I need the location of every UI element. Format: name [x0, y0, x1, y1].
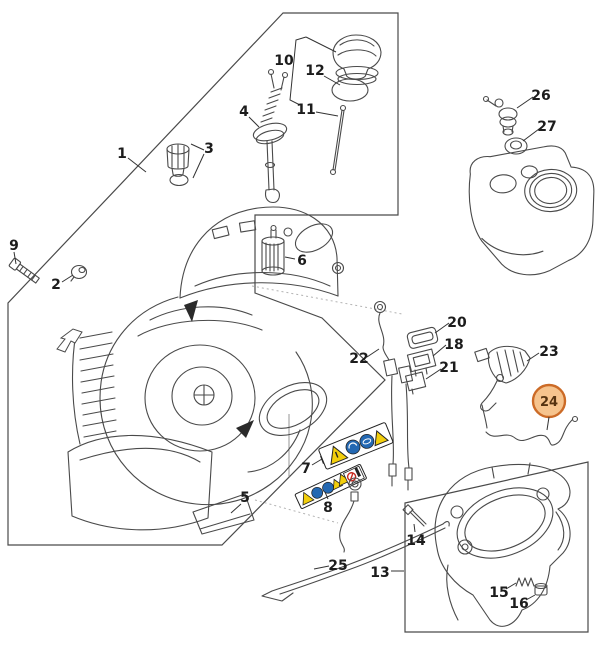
handle-detail-box-outline	[404, 461, 589, 633]
part-label-11: 11	[296, 102, 315, 118]
part-label-8: 8	[323, 500, 333, 516]
part-label-16: 16	[509, 596, 528, 612]
mandatory-goggles-icon	[359, 433, 375, 449]
part-label-25: 25	[328, 558, 347, 574]
dark-wedge	[184, 300, 198, 322]
bracket-10	[289, 36, 337, 106]
part-2-grommet-drawing	[70, 264, 88, 282]
part-25-spring-wire-drawing	[261, 521, 450, 602]
part-11-retainer-pin-drawing	[329, 104, 347, 176]
part-label-26: 26	[531, 88, 550, 104]
part-label-10: 10	[274, 53, 294, 69]
safety-label-7	[318, 422, 394, 470]
part-label-18: 18	[444, 337, 463, 353]
part-label-2: 2	[51, 277, 61, 293]
main-detail-region-outline	[7, 12, 399, 546]
part-label-13: 13	[370, 565, 389, 581]
part-13-handle-housing-drawing	[434, 462, 571, 627]
part-4-plunger-drawing	[252, 68, 289, 204]
part-label-3: 3	[204, 141, 214, 157]
part-14-screw-drawing	[402, 504, 427, 527]
part-label-12: 12	[305, 63, 324, 79]
fuel-cap-drawing	[332, 34, 382, 86]
part-9-screw-drawing	[8, 257, 40, 284]
part-23-throttle-trigger-drawing	[474, 345, 531, 429]
part-label-22: 22	[349, 351, 368, 367]
part-12-oring-drawing	[331, 78, 369, 102]
part-18-switch-drawing	[406, 348, 437, 377]
blower-housing-drawing	[56, 206, 345, 531]
outline-arrow-icon	[56, 328, 83, 353]
part-label-21: 21	[439, 360, 458, 376]
part-16-plug-drawing	[534, 582, 548, 596]
part-20-switch-cover-drawing	[406, 326, 439, 349]
part-6-fuel-filter-drawing	[261, 224, 285, 276]
warning-triangle-icon	[374, 429, 390, 447]
callout-labels: 1 2 3 4 5 6 7 8 9 10 11 12 13 14 15 16 1…	[9, 53, 559, 612]
prohibition-fire-icon	[346, 472, 357, 482]
part-3-cap-drawing	[166, 143, 190, 187]
part-label-24[interactable]: 24	[540, 395, 558, 410]
part-label-14: 14	[406, 533, 426, 549]
highlighted-callout-24[interactable]	[531, 383, 567, 431]
warning-triangle-icon	[332, 478, 344, 491]
part-label-1: 1	[117, 146, 127, 162]
airflow-arrow-icon	[236, 420, 254, 438]
part-27-grommet-drawing	[504, 137, 528, 155]
part-21-connector-drawing	[404, 371, 427, 395]
part-label-9: 9	[9, 238, 19, 254]
part-label-27: 27	[537, 119, 556, 135]
mandatory-ear-protection-icon	[345, 439, 361, 455]
part-5-nameplate-drawing	[192, 493, 255, 535]
warning-triangle-icon	[302, 491, 315, 506]
warning-triangle-icon	[330, 445, 349, 466]
part-22-wiring-harness-drawing	[373, 300, 414, 491]
leader-lines	[13, 75, 540, 601]
part-label-5: 5	[240, 490, 250, 506]
part-24-spring-wire-drawing	[485, 415, 579, 446]
safety-label-8	[294, 464, 367, 509]
figure-icon	[355, 469, 362, 477]
part-label-15: 15	[489, 585, 508, 601]
part-26-vent-valve-drawing	[482, 95, 518, 136]
fuel-tank-drawing	[468, 145, 595, 276]
mandatory-icon	[322, 481, 334, 494]
part-label-4: 4	[239, 104, 249, 120]
part-15-spring-drawing	[515, 577, 535, 587]
part-label-6: 6	[297, 253, 307, 269]
part-label-20: 20	[447, 315, 467, 331]
mandatory-icon	[311, 486, 324, 499]
part-label-23: 23	[539, 344, 558, 360]
part-label-7: 7	[301, 461, 311, 477]
ground-lead-drawing	[339, 477, 362, 553]
